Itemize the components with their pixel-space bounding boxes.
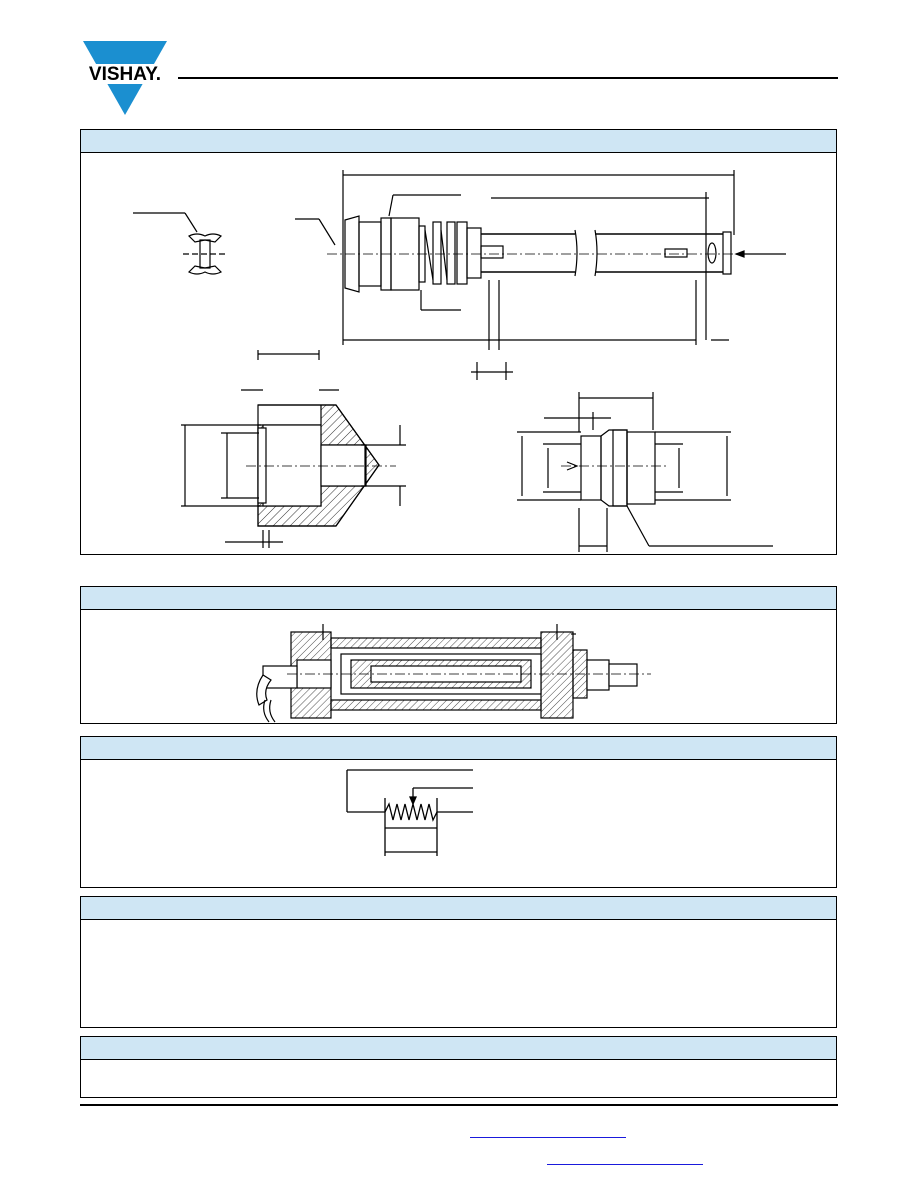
clip-detail <box>133 212 227 275</box>
cross-section-drawing <box>256 624 651 723</box>
footer-link-1[interactable] <box>470 1137 626 1138</box>
notes-panel-header <box>81 1037 836 1060</box>
dimension-drawings <box>133 170 786 552</box>
footer-rule <box>80 1104 838 1106</box>
logo-text: VISHAY. <box>89 64 161 85</box>
vishay-logo: VISHAY. <box>79 41 171 115</box>
shaft-assembly <box>295 170 786 380</box>
dimensions-panel-header <box>81 130 836 153</box>
cross-section-panel <box>80 586 837 724</box>
header-rule <box>178 77 838 79</box>
dimensions-panel <box>80 129 837 555</box>
footer-link-2[interactable] <box>547 1164 703 1165</box>
notes-panel <box>80 1036 837 1098</box>
schematic-panel-header <box>81 737 836 760</box>
text-panel <box>80 896 837 1028</box>
connector-side-view <box>517 392 773 552</box>
text-panel-header <box>81 897 836 920</box>
schematic-panel <box>80 736 837 888</box>
cross-section-panel-header <box>81 587 836 610</box>
potentiometer-schematic <box>346 769 473 856</box>
socket-section <box>181 350 406 548</box>
